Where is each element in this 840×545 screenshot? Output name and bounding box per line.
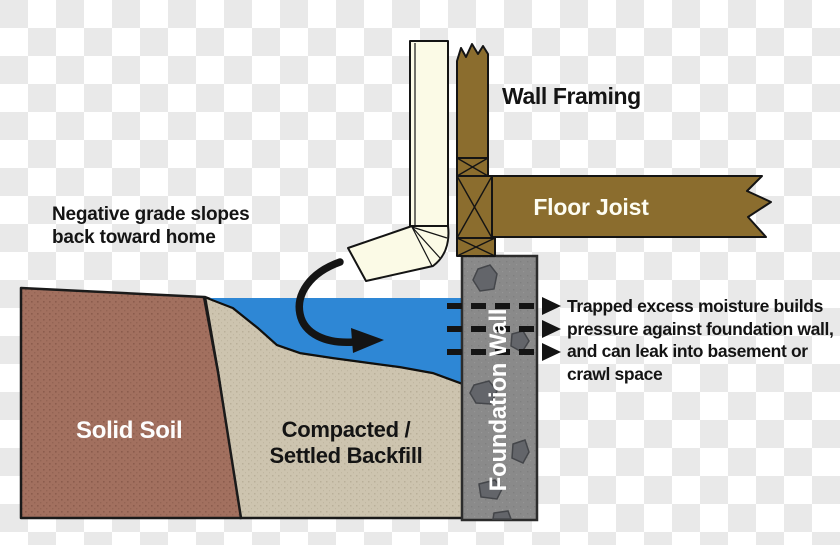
solid-soil-label: Solid Soil: [76, 417, 183, 444]
framing: [456, 43, 772, 257]
rock: [472, 264, 498, 292]
rim-joist: [456, 175, 493, 239]
downspout-tube: [409, 40, 449, 227]
wall-framing-label: Wall Framing: [502, 83, 641, 109]
foundation-wall-label: Foundation Wall: [485, 308, 512, 492]
wall-stud-board: [456, 43, 489, 159]
flow-arrow-curve: [295, 258, 358, 346]
floor-joist-board: [489, 175, 772, 238]
rock: [478, 479, 503, 500]
moisture-arrow-head: [542, 320, 561, 338]
wall-rocks: [469, 264, 530, 520]
rock: [511, 439, 530, 464]
floor-joist-label: Floor Joist: [533, 194, 649, 220]
downspout-elbow-folds: [411, 226, 448, 267]
negative-grade-label: Negative grade slopes back toward home: [52, 204, 250, 248]
trapped-moisture-label: Trapped excess moisture builds pressure …: [567, 296, 834, 385]
moisture-arrows: [447, 297, 561, 361]
solid-soil-region: [19, 286, 243, 520]
moisture-arrow-head: [542, 343, 561, 361]
flow-arrow-head: [351, 328, 384, 353]
downspout: [347, 40, 450, 282]
water-backfill-boundary: [206, 297, 464, 385]
backfill-label: Compacted / Settled Backfill: [269, 417, 423, 468]
moisture-arrow-head: [542, 297, 561, 315]
rock: [492, 510, 513, 520]
bottom-plate: [456, 157, 489, 177]
rock: [469, 380, 498, 405]
flow-arrow: [295, 258, 384, 353]
sill-plate: [456, 237, 496, 257]
